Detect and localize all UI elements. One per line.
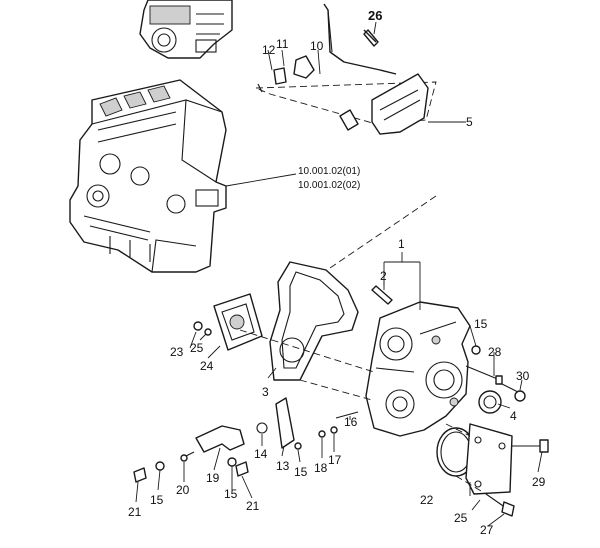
reference-code-2: 10.001.02(02): [298, 180, 360, 191]
callout-15-left: 15: [150, 493, 164, 507]
callout-3: 3: [262, 385, 269, 399]
leader-lines: [135, 21, 543, 527]
reference-code-1: 10.001.02(01): [298, 166, 360, 177]
bolts-and-fasteners: [133, 29, 549, 517]
callout-30: 30: [516, 369, 530, 383]
callout-5: 5: [466, 115, 473, 129]
callout-26: 26: [368, 8, 382, 23]
callout-15-pipe: 15: [224, 487, 238, 501]
callout-15-housing: 15: [474, 317, 488, 331]
callout-25-lower: 25: [454, 511, 468, 525]
callout-10: 10: [310, 39, 324, 53]
callout-14: 14: [254, 447, 268, 461]
timing-cover-housing: [365, 301, 471, 437]
callout-22: 22: [420, 493, 434, 507]
callout-19: 19: [206, 471, 220, 485]
engine-block: [69, 79, 227, 273]
callout-24: 24: [200, 359, 214, 373]
callout-4: 4: [510, 409, 517, 423]
callout-11: 11: [276, 37, 289, 51]
callout-17: 17: [328, 453, 342, 467]
cover-plate: [465, 423, 513, 495]
callout-21-right: 21: [246, 499, 260, 513]
callout-18: 18: [314, 461, 328, 475]
callout-29: 29: [532, 475, 546, 489]
callout-1: 1: [398, 237, 405, 251]
callout-15-lever: 15: [294, 465, 308, 479]
callout-13: 13: [276, 459, 290, 473]
callout-21-left: 21: [128, 505, 142, 519]
callout-20: 20: [176, 483, 190, 497]
cover-bracket-assembly: [255, 3, 437, 135]
engine-thumbnail: [139, 0, 233, 59]
callout-23: 23: [170, 345, 184, 359]
callout-27: 27: [480, 523, 494, 537]
water-pump-flange: [213, 293, 263, 351]
oil-seal: [478, 390, 502, 414]
callout-12: 12: [262, 43, 276, 57]
timing-cover-gasket: [269, 261, 359, 381]
callout-28: 28: [488, 345, 502, 359]
callout-16: 16: [344, 415, 358, 429]
callout-2: 2: [380, 269, 387, 283]
callout-25-upper: 25: [190, 341, 204, 355]
